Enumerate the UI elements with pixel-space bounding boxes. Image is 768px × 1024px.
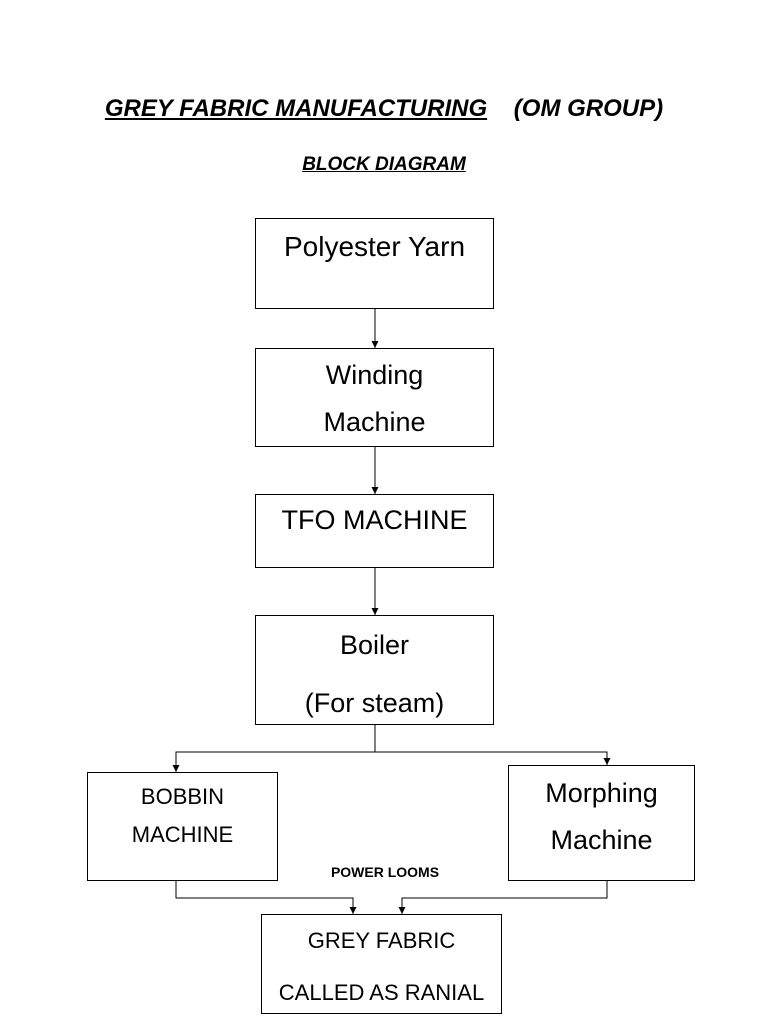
node-label-line-1: BOBBIN [140,784,225,809]
edge-label-power-looms: POWER LOOMS [330,864,440,880]
node-grey-fabric: GREY FABRIC CALLED AS RANIAL [261,914,502,1014]
node-label-line-1: Boiler [339,630,410,660]
node-polyester-yarn: Polyester Yarn [255,218,494,309]
node-label-line-1: GREY FABRIC [307,928,456,953]
node-label-line-2: Machine [550,825,653,855]
diagram-title: GREY FABRIC MANUFACTURING (OM GROUP) [0,95,768,123]
node-label: TFO MACHINE [281,505,468,535]
edge-boiler-morphing [375,751,611,765]
title-group: (OM GROUP) [513,95,664,122]
node-label-line-2: CALLED AS RANIAL [278,980,485,1005]
node-label: Polyester Yarn [283,231,466,262]
node-label-line-1: Morphing [545,778,658,808]
node-morphing-machine: Morphing Machine [508,765,695,881]
node-boiler: Boiler (For steam) [255,615,494,725]
node-label-line-2: Machine [323,407,426,437]
node-winding-machine: Winding Machine [255,348,494,447]
node-bobbin-machine: BOBBIN MACHINE [87,772,278,881]
node-label-line-1: Winding [325,360,424,390]
edge-boiler-bobbin [172,751,375,772]
node-tfo-machine: TFO MACHINE [255,494,494,568]
edge-morphing-grey [398,880,608,914]
diagram-subtitle: BLOCK DIAGRAM [302,154,466,175]
node-label-line-2: MACHINE [131,822,234,847]
edge-bobbin-grey [175,880,357,914]
title-main: GREY FABRIC MANUFACTURING [104,95,488,122]
node-label-line-2: (For steam) [304,688,445,718]
